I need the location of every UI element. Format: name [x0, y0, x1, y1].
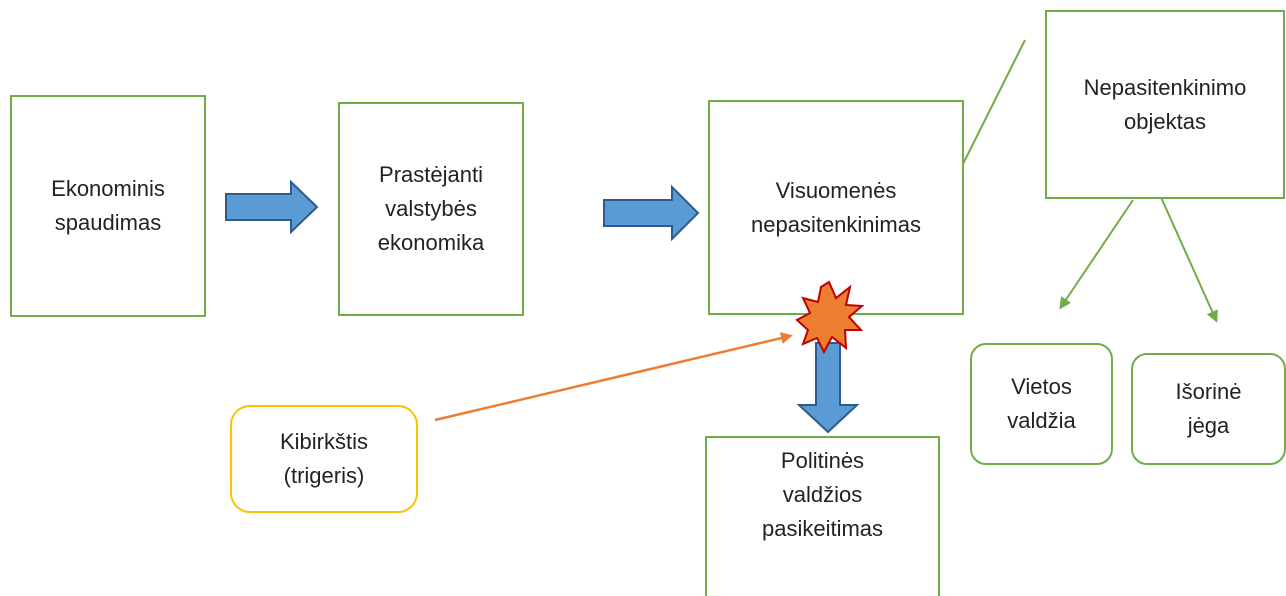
- node-spark-trigger: Kibirkštis (trigeris): [230, 405, 418, 513]
- node-economic-pressure: Ekonominis spaudimas: [10, 95, 206, 317]
- trigger-line: [434, 332, 793, 422]
- node-local-government: Vietos valdžia: [970, 343, 1113, 465]
- node-political-change: Politinės valdžios pasikeitimas: [705, 436, 940, 596]
- node-worsening-economy: Prastėjanti valstybės ekonomika: [338, 102, 524, 316]
- block-arrow-2: [603, 184, 700, 242]
- arrow-to-external-force: [1159, 194, 1218, 323]
- node-external-force: Išorinė jėga: [1131, 353, 1286, 465]
- node-public-discontent: Visuomenės nepasitenkinimas: [708, 100, 964, 315]
- block-arrow-1: [225, 179, 319, 235]
- block-arrow-down: [796, 342, 860, 434]
- arrow-to-local-government: [1059, 199, 1134, 310]
- node-object-of-discontent: Nepasitenkinimo objektas: [1045, 10, 1285, 199]
